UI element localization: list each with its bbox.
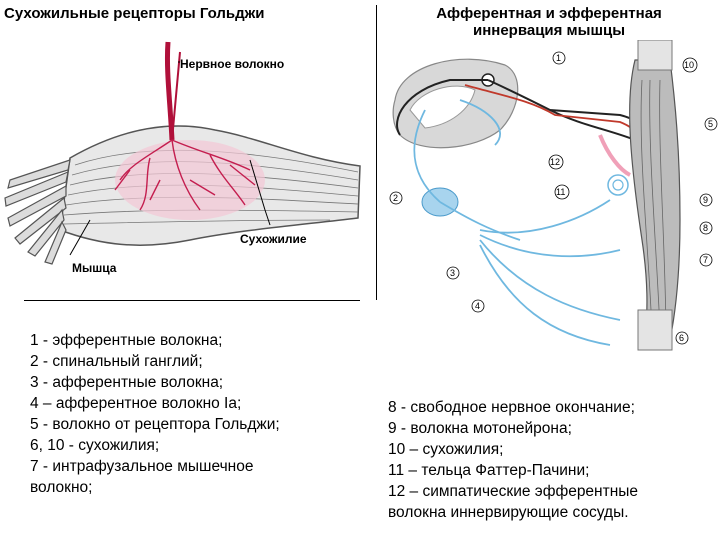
legend-item: 2 - спинальный ганглий;	[30, 353, 203, 370]
right-title-line1: Афферентная и эфферентная	[436, 5, 662, 22]
vertical-divider	[376, 5, 377, 300]
label-nerve-fiber: Нервное волокно	[180, 57, 285, 71]
muscle-belly	[629, 59, 681, 341]
right-title: Афферентная и эфферентная иннервация мыш…	[404, 5, 694, 39]
afferent-fibers	[413, 99, 621, 346]
legend-right: 8 - свободное нервное окончание; 9 - вол…	[388, 397, 638, 523]
legend-item: 6, 10 - сухожилия;	[30, 437, 160, 454]
sympathetic-fiber	[598, 134, 632, 177]
nerve-fiber	[164, 41, 175, 141]
legend-item: 7 - интрафузальное мышечное	[30, 458, 254, 475]
tendon-top	[637, 40, 673, 71]
marker-9: 9	[703, 195, 708, 205]
muscle-fibers	[4, 159, 71, 265]
marker-11: 11	[556, 187, 565, 197]
marker-1: 1	[556, 53, 561, 63]
legend-item: 8 - свободное нервное окончание;	[388, 399, 635, 416]
label-muscle: Мышца	[72, 261, 117, 275]
legend-item: 3 - афферентные волокна;	[30, 374, 224, 391]
legend-item: 10 – сухожилия;	[388, 441, 504, 458]
marker-5: 5	[708, 119, 713, 129]
marker-8: 8	[703, 223, 708, 233]
legend-item: волокно;	[30, 479, 93, 496]
legend-item: 11 – тельца Фаттер-Пачини;	[388, 462, 590, 479]
marker-12: 12	[550, 157, 560, 167]
innervation-illustration: 1 2 3 4 5 6 7 8 9 10 11 12	[389, 40, 718, 351]
legend-item: 1 - эфферентные волокна;	[30, 332, 223, 349]
pacini-corpuscle	[607, 174, 629, 196]
marker-10: 10	[684, 60, 694, 70]
marker-6: 6	[679, 333, 684, 343]
legend-item: 4 – афферентное волокно Ia;	[30, 395, 242, 412]
left-title: Сухожильные рецепторы Гольджи	[4, 5, 265, 22]
tendon-bottom	[637, 309, 673, 351]
marker-2: 2	[393, 193, 398, 203]
marker-7: 7	[703, 255, 708, 265]
marker-3: 3	[450, 268, 455, 278]
marker-4: 4	[475, 301, 480, 311]
legend-item: 5 - волокно от рецептора Гольджи;	[30, 416, 280, 433]
legend-item: 9 - волокна мотонейрона;	[388, 420, 572, 437]
legend-left: 1 - эфферентные волокна; 2 - спинальный …	[30, 330, 280, 498]
label-tendon: Сухожилие	[240, 232, 307, 246]
golgi-illustration	[4, 41, 361, 265]
horizontal-divider	[24, 300, 360, 301]
legend-item: волокна иннервирующие сосуды.	[388, 504, 629, 521]
legend-item: 12 – симпатические эфферентные	[388, 483, 639, 500]
receptor-branches	[114, 139, 256, 211]
right-title-line2: иннервация мышцы	[472, 22, 625, 39]
marker-group: 1 2 3 4 5 6 7 8 9 10 11 12	[389, 51, 718, 345]
